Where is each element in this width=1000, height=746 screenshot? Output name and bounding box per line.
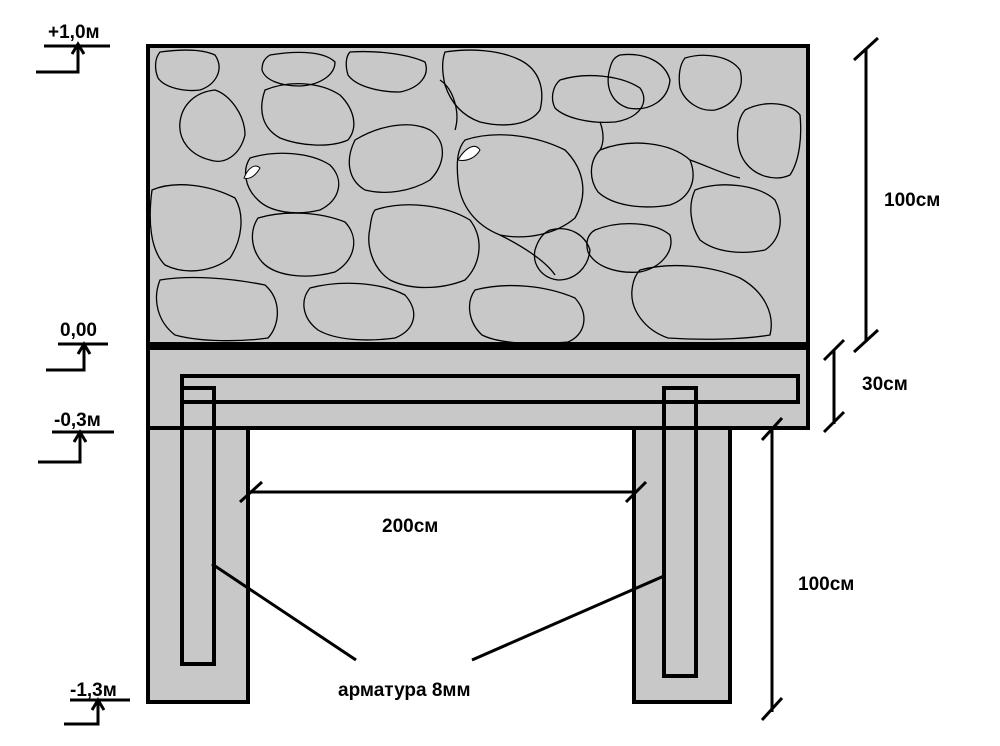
dimension-lines [238, 36, 880, 722]
stone-gap [457, 145, 481, 161]
pile-spacing-label: 200см [382, 516, 438, 537]
stone-gap [243, 165, 261, 179]
stone-wall [146, 44, 810, 346]
left-pile [146, 426, 250, 704]
rebar [180, 374, 800, 678]
right-pile-rebar [662, 386, 698, 678]
level-zero-label: 0,00 [60, 320, 97, 341]
pile-depth-label: 100см [798, 574, 854, 595]
stone-pattern [149, 49, 802, 345]
level-top-label: +1,0м [48, 22, 100, 43]
grade-beam [146, 346, 810, 430]
level-marker-pile-bottom [64, 700, 100, 726]
rebar-callout-label: арматура 8мм [338, 680, 471, 701]
level-pile-bottom-label: -1,3м [70, 680, 117, 701]
beam-height-label: 30см [862, 374, 908, 395]
left-pile-rebar [180, 386, 216, 666]
level-marker-zero [46, 344, 86, 372]
level-markers [36, 41, 130, 726]
level-marker-beam-bottom [38, 432, 82, 464]
level-marker-top [36, 44, 80, 74]
right-pile [632, 426, 732, 704]
wall-height-label: 100см [884, 190, 940, 211]
level-beam-bottom-label: -0,3м [54, 410, 101, 431]
rebar-leaders [211, 562, 665, 662]
piles [146, 426, 732, 704]
